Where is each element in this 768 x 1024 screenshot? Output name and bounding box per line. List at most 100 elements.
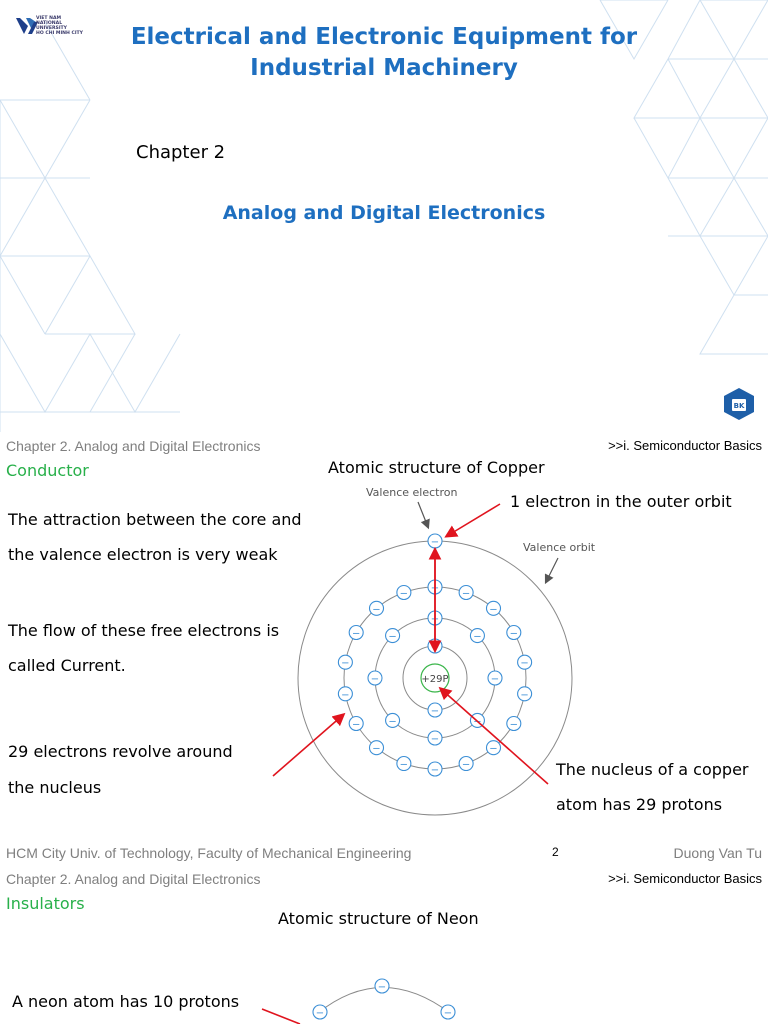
electron-shell2-symbol: − [491, 674, 499, 685]
electron-shell3-symbol: − [341, 690, 349, 701]
triangle-pattern-background [0, 0, 768, 432]
electrons-group: −−−−−−−−−−−−−−−−−−−−−−−−−−−−− [337, 533, 533, 777]
electron-shell3 [517, 654, 533, 670]
electron-shell2 [385, 628, 401, 644]
vnu-logo [16, 18, 38, 34]
section-title-conductor: Conductor [6, 461, 89, 480]
electron-shell3 [485, 740, 502, 756]
electron-shell1-symbol: − [431, 706, 439, 717]
electron-shell3-symbol: − [510, 720, 518, 731]
nucleus-arrow [438, 686, 549, 785]
electron-shell3-symbol: − [372, 744, 380, 755]
title-slide: VIET NAM NATIONAL UNIVERSITY HO CHI MINH… [0, 0, 768, 432]
copper-atom-diagram: +29P −−−−−−−−−−−−−−−−−−−−−−−−−−−−− Valen… [272, 486, 596, 816]
valence-orbit-pointer [544, 557, 559, 585]
chapter-label: Chapter 2 [136, 142, 226, 163]
slide-header-section: >>i. Semiconductor Basics [608, 438, 762, 453]
text-nucleus-1: The nucleus of a copper [556, 760, 749, 779]
chapter-subtitle: Analog and Digital Electronics [222, 202, 546, 224]
valence-electron-pointer [417, 501, 430, 530]
bk-logo-text: BK [734, 402, 745, 410]
electron-shell3 [396, 584, 412, 601]
electron-shell2 [427, 730, 443, 746]
electron-shell2 [367, 670, 383, 686]
footer-faculty: HCM City Univ. of Technology, Faculty of… [6, 845, 412, 861]
electron-shell3 [348, 715, 364, 732]
neon-electron-symbol: − [444, 1008, 452, 1019]
footer-author: Duong Van Tu [673, 845, 762, 861]
electron-shell3-symbol: − [352, 720, 360, 731]
text-electrons-2: the nucleus [8, 778, 102, 797]
electron-shell3-symbol: − [341, 658, 349, 669]
slide-header-chapter: Chapter 2. Analog and Digital Electronic… [6, 871, 261, 887]
outer-electron-arrow [444, 503, 501, 538]
text-attraction-2: the valence electron is very weak [8, 545, 278, 564]
page-number: 2 [552, 845, 559, 859]
electron-shell3-symbol: − [400, 760, 408, 771]
neon-electrons-group: − − − [312, 978, 456, 1020]
electron-shell2-symbol: − [371, 674, 379, 685]
electron-shell3-symbol: − [489, 744, 497, 755]
electron-shell2-symbol: − [388, 632, 396, 643]
nucleus [420, 663, 450, 693]
section-title-insulators: Insulators [6, 894, 85, 913]
vnu-logo-text: VIET NAM NATIONAL UNIVERSITY HO CHI MINH… [36, 16, 83, 36]
electron-shell3 [506, 715, 522, 732]
electron-shell3-symbol: − [520, 658, 528, 669]
label-valence-orbit: Valence orbit [523, 541, 596, 554]
electron-shell3-symbol: − [462, 760, 470, 771]
electron-shell3-symbol: − [352, 629, 360, 640]
electron-shell2-symbol: − [473, 632, 481, 643]
electron-shell3-symbol: − [520, 690, 528, 701]
electron-shell3 [337, 686, 353, 702]
slide-header-chapter: Chapter 2. Analog and Digital Electronic… [6, 438, 261, 454]
atom-title-neon: Atomic structure of Neon [278, 909, 479, 928]
electron-shell3-symbol: − [372, 604, 380, 615]
label-valence-electron: Valence electron [366, 486, 457, 499]
text-electrons-1: 29 electrons revolve around [8, 742, 233, 761]
conductor-slide: Chapter 2. Analog and Digital Electronic… [0, 432, 768, 866]
text-nucleus-2: atom has 29 protons [556, 795, 723, 814]
electron-shell3 [458, 584, 474, 601]
slide-header-section: >>i. Semiconductor Basics [608, 871, 762, 886]
insulators-slide: Chapter 2. Analog and Digital Electronic… [0, 866, 768, 1024]
electron-shell3 [396, 755, 412, 772]
electron-shell3-symbol: − [462, 588, 470, 599]
electron-shell3 [348, 624, 364, 641]
neon-atom-diagram: − − − [261, 978, 456, 1024]
text-flow-1: The flow of these free electrons is [8, 621, 280, 640]
text-attraction-1: The attraction between the core and [8, 510, 302, 529]
electrons-arrow [272, 712, 346, 777]
electron-shell2 [469, 628, 485, 644]
electron-shell3 [458, 755, 474, 772]
electron-shell3 [368, 740, 385, 756]
neon-electron [440, 1004, 456, 1020]
neon-electron [374, 978, 390, 994]
electron-shell3 [337, 654, 353, 670]
valence-electron-symbol: − [431, 537, 439, 548]
electron-shell3 [485, 600, 502, 616]
bk-university-logo: BK [724, 388, 754, 420]
nucleus-label: +29P [421, 674, 448, 685]
outer-orbit-note: 1 electron in the outer orbit [510, 492, 732, 511]
text-flow-2: called Current. [8, 656, 126, 675]
neon-electron-symbol: − [378, 982, 386, 993]
electron-shell3-symbol: − [431, 765, 439, 776]
electron-shell1 [427, 702, 443, 718]
electron-shell2-symbol: − [431, 734, 439, 745]
electron-shell3 [427, 761, 443, 777]
electron-shell3 [506, 624, 522, 641]
electron-shell2-symbol: − [388, 716, 396, 727]
electron-shell3-symbol: − [400, 588, 408, 599]
course-title: Electrical and Electronic Equipment for … [0, 22, 768, 84]
electron-shell2 [487, 670, 503, 686]
electron-shell2 [385, 712, 401, 728]
electron-shell3-symbol: − [489, 604, 497, 615]
electron-shell3 [517, 686, 533, 702]
text-neon-protons: A neon atom has 10 protons [12, 992, 240, 1011]
neon-protons-arrow [261, 1008, 301, 1024]
electron-shell3 [368, 600, 385, 616]
atom-title-copper: Atomic structure of Copper [328, 458, 545, 477]
neon-electron [312, 1004, 328, 1020]
neon-electron-symbol: − [316, 1008, 324, 1019]
